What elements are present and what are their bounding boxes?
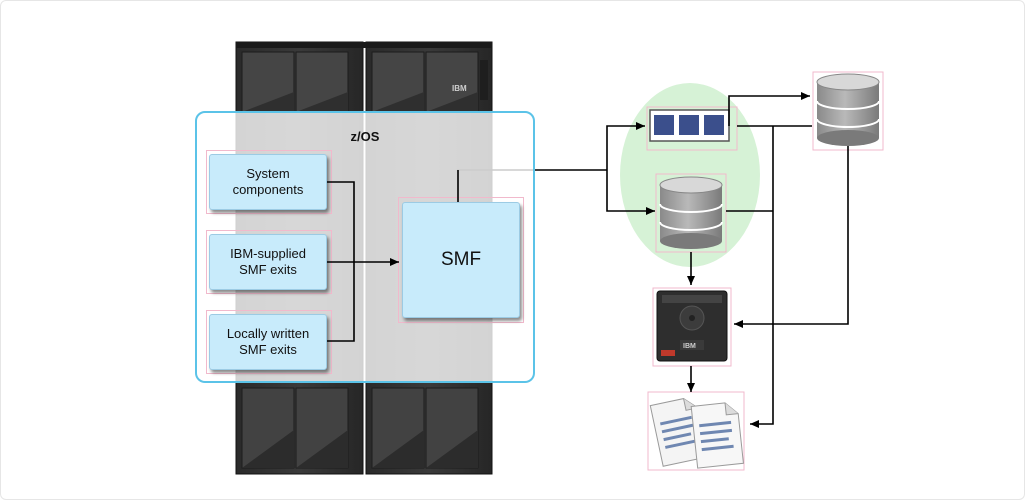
system-components-box: System components (209, 154, 327, 210)
ibm-supplied-exits-box: IBM-supplied SMF exits (209, 234, 327, 290)
dataset-database-icon (655, 173, 727, 253)
zos-title: z/OS (350, 129, 380, 144)
tape-cartridge-icon: IBM (652, 287, 732, 367)
locally-written-exits-box: Locally written SMF exits (209, 314, 327, 370)
buffer-icon (646, 106, 738, 151)
outline-locally-written-exits (206, 310, 332, 374)
mainframe-logo: IBM (452, 84, 467, 93)
tape-logo: IBM (683, 343, 696, 350)
archive-database-icon (812, 71, 884, 151)
smf-box: SMF (402, 202, 520, 318)
report-documents-icon (647, 391, 745, 471)
